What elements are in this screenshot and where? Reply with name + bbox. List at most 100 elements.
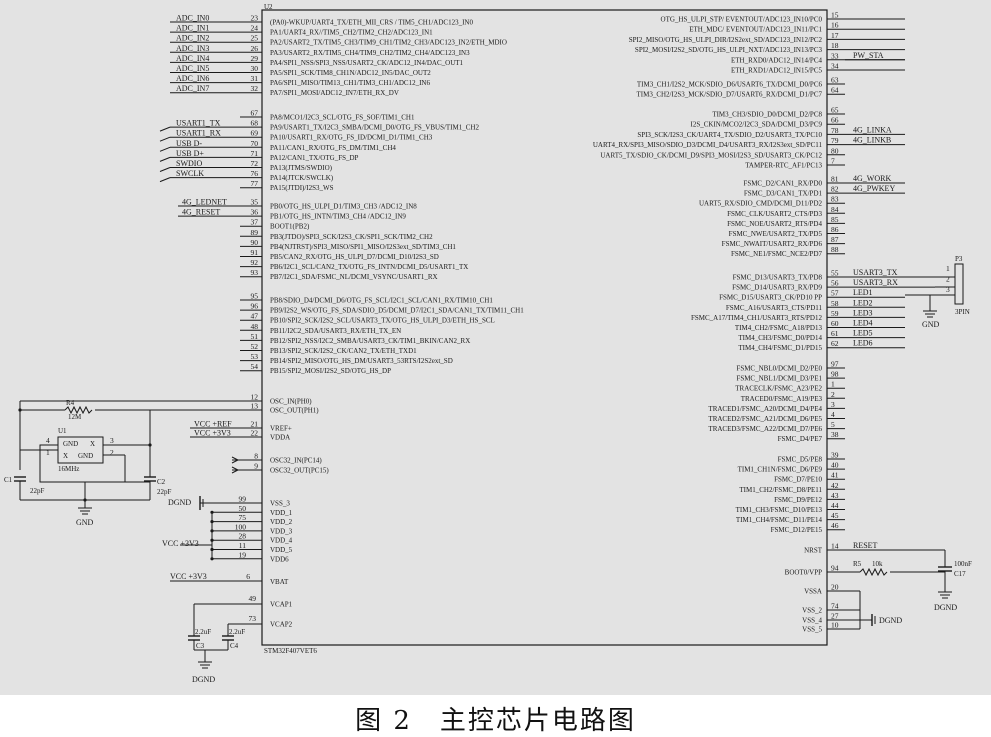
net-label: RESET xyxy=(853,541,878,550)
net-label: LED4 xyxy=(853,319,873,328)
pin-number: 75 xyxy=(239,513,247,522)
wire-diagonal xyxy=(159,156,171,162)
cap-value: 100nF xyxy=(954,560,972,568)
net-label: LED1 xyxy=(853,288,873,297)
net-label: VCC +REF xyxy=(194,420,232,429)
pin-function: SPI3_SCK/I2S3_CK/UART4_TX/SDIO_D2/USART3… xyxy=(637,131,822,139)
dgnd-label: DGND xyxy=(192,675,215,684)
pin-function: FSMC_NBL1/DCMI_D3/PE1 xyxy=(736,375,822,383)
pin-function: FSMC_D15/USART3_CK/PD10 PP xyxy=(719,294,822,302)
net-label: 4G_LEDNET xyxy=(182,198,227,207)
pin-function: PB6/I2C1_SCL/CAN2_TX/OTG_FS_INTN/DCMI_D5… xyxy=(270,263,468,271)
pin-number: 88 xyxy=(831,245,839,254)
pin-function: FSMC_D2/CAN1_RX/PD0 xyxy=(743,180,822,188)
cap-ref: C2 xyxy=(157,478,166,486)
pin-function: FSMC_A17/TIM4_CH1/USART3_RTS/PD12 xyxy=(691,314,823,322)
pin-number: 54 xyxy=(251,362,259,371)
pin-number: 100 xyxy=(235,522,247,531)
crystal-pin-label: X xyxy=(63,452,68,460)
pin-function: PA10/USART1_RX/OTG_FS_ID/DCMI_D1/TIM1_CH… xyxy=(270,134,433,142)
pin-function: PA13(JTMS/SWDIO) xyxy=(270,164,333,172)
pin-number: 61 xyxy=(831,329,839,338)
pin-number: 81 xyxy=(831,175,839,184)
pin-function: PA9/USART1_TX/I2C3_SMBA/DCMI_D0/OTG_FS_V… xyxy=(270,124,479,132)
pin-number: 50 xyxy=(239,504,247,513)
net-label: ADC_IN3 xyxy=(176,44,209,53)
pin-function: VCAP1 xyxy=(270,601,293,609)
pin-number: 2 xyxy=(831,390,835,399)
wire-diagonal xyxy=(159,167,171,172)
wire xyxy=(39,444,150,483)
pin-function: TIM4_CH3/FSMC_D0/PD14 xyxy=(738,334,822,342)
pin-number: 12 xyxy=(251,393,259,402)
net-label: 4G_WORK xyxy=(853,174,891,183)
pin-number: 65 xyxy=(831,106,839,115)
pin-function: VDD6 xyxy=(270,555,289,563)
pin-function: VDD_5 xyxy=(270,546,293,554)
net-label: USB D- xyxy=(176,139,202,148)
pin-function: I2S_CKIN/MCO2/I2C3_SDA/DCMI_D3/PC9 xyxy=(691,121,823,129)
crystal-pin-label: GND xyxy=(63,440,78,448)
pin-function: ETH_RXD0/ADC12_IN14/PC4 xyxy=(731,56,823,64)
pin-number: 90 xyxy=(251,238,259,247)
pin-number: 56 xyxy=(831,279,839,288)
pin-function: PB11/I2C2_SDA/USART3_RX/ETH_TX_EN xyxy=(270,327,401,335)
pin-function: BOOT1(PB2) xyxy=(270,223,310,231)
pin-function: FSMC_D4/PE7 xyxy=(778,435,823,443)
pin-number: 72 xyxy=(251,159,259,168)
pin-number: 9 xyxy=(254,462,258,471)
pin-number: 57 xyxy=(831,289,839,298)
connector-pin-number: 2 xyxy=(946,275,950,284)
pin-number: 85 xyxy=(831,215,839,224)
cap-value: 2.2uF xyxy=(195,628,211,636)
pin-function: PA8/MCO1/I2C3_SCL/OTG_FS_SOF/TIM1_CH1 xyxy=(270,114,415,122)
pin-number: 52 xyxy=(251,342,259,351)
schematic-drawing: U2STM32F407VET623(PA0)-WKUP/UART4_TX/ETH… xyxy=(4,3,972,684)
pin-number: 79 xyxy=(831,136,839,145)
pin-function: TIM3_CH1/I2S2_MCK/SDIO_D6/USART6_TX/DCMI… xyxy=(637,81,823,89)
pin-number: 24 xyxy=(251,24,259,33)
pin-number: 15 xyxy=(831,11,839,20)
resistor-r5 xyxy=(859,567,888,577)
pin-number: 20 xyxy=(831,583,839,592)
pin-number: 60 xyxy=(831,319,839,328)
pin-function: PB8/SDIO_D4/DCMI_D6/OTG_FS_SCL/I2C1_SCL/… xyxy=(270,297,493,305)
net-label: 4G_PWKEY xyxy=(853,184,895,193)
pin-number: 40 xyxy=(831,461,839,470)
pin-number: 71 xyxy=(251,149,259,158)
pin-function: VDDA xyxy=(270,434,290,442)
pin-number: 10 xyxy=(831,621,839,630)
pin-number: 63 xyxy=(831,76,839,85)
pin-function: OSC_IN(PH0) xyxy=(270,398,312,406)
dgnd-label: DGND xyxy=(168,498,191,507)
pin-number: 8 xyxy=(254,452,258,461)
pin-function: UART5_TX/SDIO_CK/DCMI_D9/SPI3_MOSI/I2S3_… xyxy=(600,151,822,159)
pin-function: ETH_MDC/ EVENTOUT/ADC123_IN11/PC1 xyxy=(689,26,822,34)
pin-number: 92 xyxy=(251,258,259,267)
pin-function: PB14/SPI2_MISO/OTG_HS_DM/USART3_53RTS/I2… xyxy=(270,357,453,365)
pin-function: VBAT xyxy=(270,578,289,586)
cap-ref: C17 xyxy=(954,570,966,578)
pin-function: VDD_1 xyxy=(270,509,293,517)
pin-function: PA3/USART2_RX/TIM5_CH4/TIM9_CH2/TIM2_CH4… xyxy=(270,49,470,57)
pin-number: 58 xyxy=(831,299,839,308)
pin-function: PA1/UART4_RX//TIM5_CH2/TIM2_CH2/ADC123_I… xyxy=(270,29,433,37)
pin-function: FSMC_D14/USART3_RX/PD9 xyxy=(732,284,822,292)
crystal-ref: U1 xyxy=(58,427,67,435)
pin-function: TRACED3/FSMC_A22/DCMI_D7/PE6 xyxy=(708,425,822,433)
pin-number: 74 xyxy=(831,602,839,611)
pin-function: TIM4_CH4/FSMC_D1/PD15 xyxy=(738,344,822,352)
pin-number: 16 xyxy=(831,21,839,30)
pin-function: TIM1_CH4/FSMC_D11/PE14 xyxy=(736,516,823,524)
pin-number: 93 xyxy=(251,268,259,277)
pin-number: 53 xyxy=(251,352,259,361)
net-label: ADC_IN5 xyxy=(176,64,209,73)
pin-number: 96 xyxy=(251,302,259,311)
net-label: ADC_IN6 xyxy=(176,74,209,83)
pin-function: TRACED0/FSMC_A19/PE3 xyxy=(741,395,823,403)
pin-number: 4 xyxy=(831,410,835,419)
pin-number: 51 xyxy=(251,332,259,341)
pin-function: FSMC_D9/PE12 xyxy=(774,496,822,504)
pin-function: FSMC_NWAIT/USART2_RX/PD6 xyxy=(722,240,823,248)
cap-ref: C4 xyxy=(230,642,239,650)
